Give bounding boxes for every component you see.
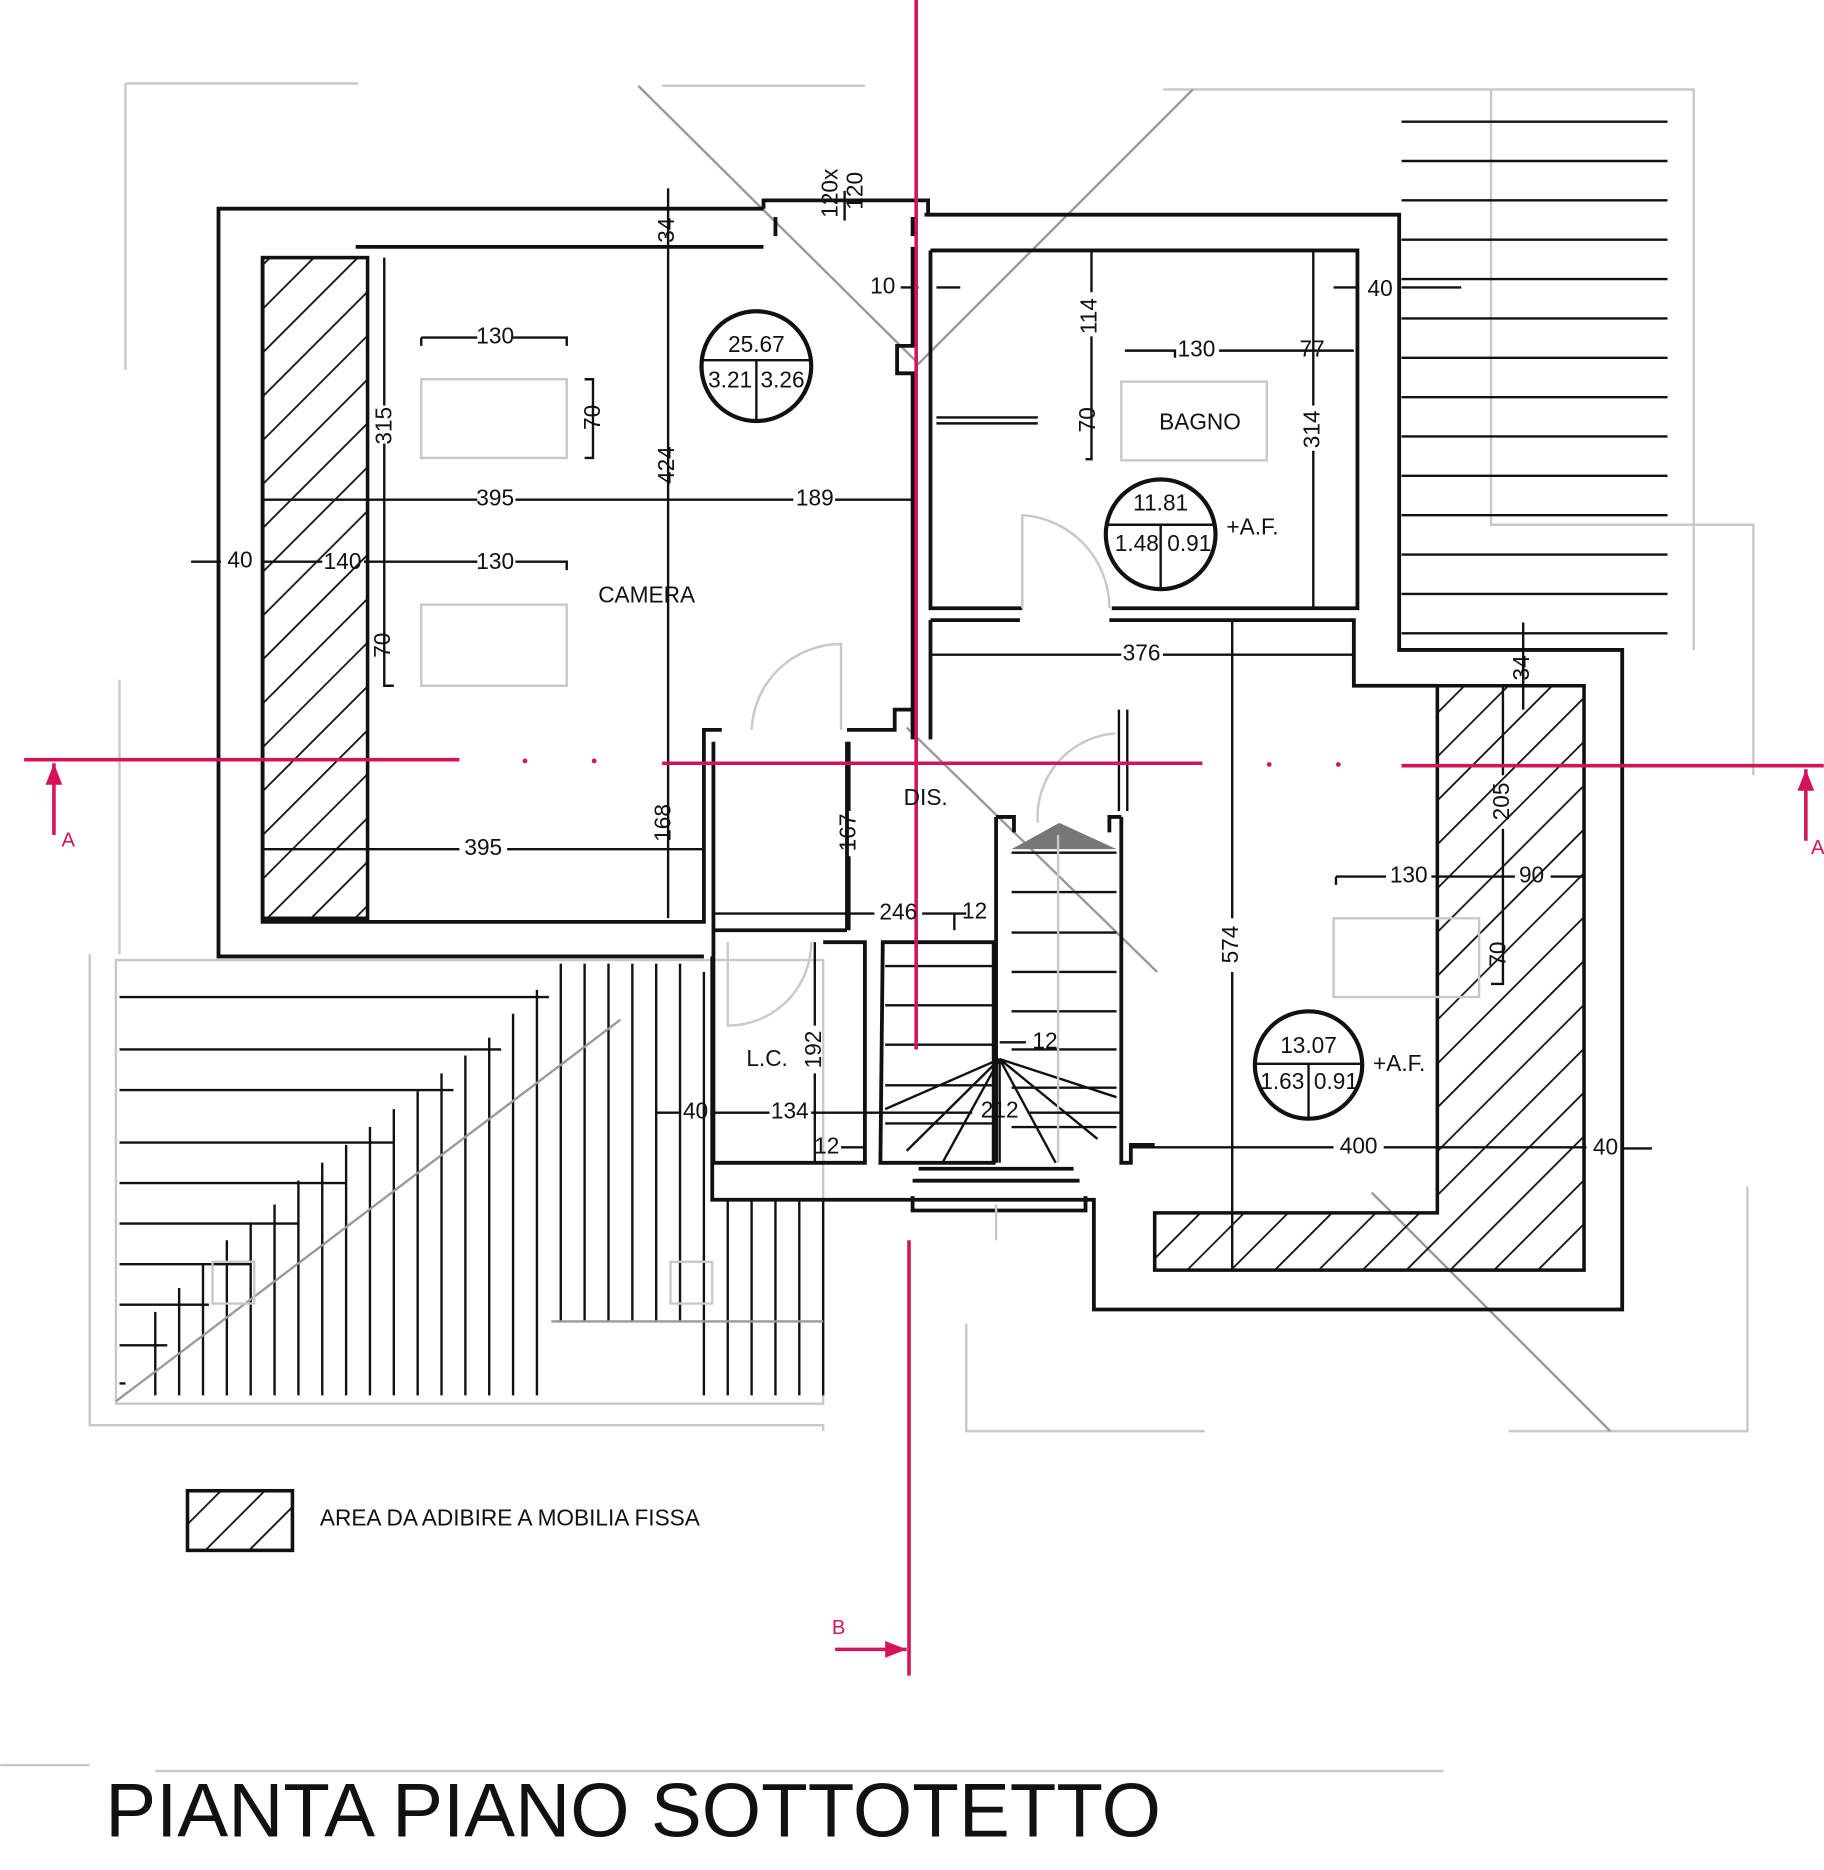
staircase [884, 822, 1117, 1241]
walls [216, 198, 1625, 1312]
dimension-label: 140 [324, 548, 362, 574]
room-note: +A.F. [1373, 1050, 1425, 1076]
dimension-label: 40 [227, 547, 252, 573]
dimension-label: 40 [1368, 275, 1393, 301]
room-area-badge-bedroom-2: 13.07 1.63 0.91 +A.F. [1252, 1009, 1425, 1121]
dimension-label: 192 [800, 1031, 826, 1069]
dimension-label: 34 [1508, 655, 1534, 680]
door-swings [726, 513, 1116, 1027]
dimension-label: 40 [683, 1098, 708, 1124]
legend: AREA DA ADIBIRE A MOBILIA FISSA [185, 1488, 701, 1553]
dimension-label: 205 [1488, 783, 1514, 821]
section-label-a-left: A [61, 830, 75, 852]
room-ratio-b: 0.91 [1314, 1068, 1358, 1094]
dimension-label: 70 [369, 633, 395, 658]
dimension-label: 400 [1340, 1132, 1378, 1158]
room-area-badge-camera: 25.67 3.21 3.26 [699, 309, 814, 424]
dimension-label: 120x [816, 168, 842, 218]
dimension-label: 12 [962, 897, 987, 923]
dimension-labels: 34 120x 120 10 40 130 70 315 424 395 189… [227, 168, 1618, 1159]
dimension-label: 90 [1519, 862, 1544, 888]
section-label-b: B [832, 1617, 846, 1639]
dimension-label: 130 [476, 322, 514, 348]
room-note: +A.F. [1226, 513, 1278, 539]
dimension-label: 376 [1123, 640, 1161, 666]
dimension-label: 70 [579, 405, 605, 430]
dimension-label: 70 [1074, 407, 1100, 432]
dimension-label: 134 [771, 1098, 809, 1124]
room-label-camera: CAMERA [598, 581, 696, 607]
dimension-label: 395 [464, 834, 502, 860]
room-label-bagno: BAGNO [1159, 408, 1241, 434]
dimension-label: 70 [1484, 941, 1510, 966]
fixed-furniture-areas [260, 255, 1586, 1272]
dimension-label: 10 [870, 272, 895, 298]
dimension-label: 189 [796, 485, 834, 511]
dimension-label: 315 [370, 407, 396, 445]
room-label-lc: L.C. [746, 1045, 788, 1071]
dimension-label: 314 [1298, 410, 1324, 448]
dimension-label: 12 [1032, 1027, 1057, 1053]
dimension-lines [191, 188, 1653, 1271]
room-label-dis: DIS. [904, 784, 948, 810]
legend-label: AREA DA ADIBIRE A MOBILIA FISSA [320, 1504, 701, 1530]
dimension-label: 574 [1217, 926, 1243, 964]
room-ratio-b: 0.91 [1167, 530, 1211, 556]
room-ratio-a: 3.21 [708, 367, 752, 393]
dimension-label: 34 [653, 218, 679, 243]
drawing-title: PIANTA PIANO SOTTOTETTO [105, 1769, 1161, 1854]
dimension-label: 167 [834, 814, 860, 852]
roof-hatching-bottom-left [114, 958, 825, 1405]
dimension-label: 212 [981, 1096, 1019, 1122]
roof-hatching-top-right [1401, 120, 1668, 635]
dimension-label: 395 [476, 485, 514, 511]
dimension-label: 77 [1300, 336, 1325, 362]
room-ratio-a: 1.63 [1260, 1068, 1304, 1094]
legend-hatch-swatch [185, 1488, 295, 1553]
section-lines [24, 0, 1824, 1676]
dimension-label: 130 [476, 548, 514, 574]
dimension-label: 130 [1390, 862, 1428, 888]
room-area: 13.07 [1280, 1032, 1337, 1058]
room-ratio-a: 1.48 [1115, 530, 1159, 556]
room-ratio-b: 3.26 [761, 367, 805, 393]
dimension-label: 246 [879, 899, 917, 925]
dimension-label: 120 [842, 172, 868, 210]
dimension-label: 130 [1178, 336, 1216, 362]
room-area-badge-bagno: 11.81 1.48 0.91 +A.F. [1103, 477, 1279, 592]
room-area: 11.81 [1133, 489, 1188, 515]
dimension-label: 114 [1075, 298, 1101, 334]
dimension-label: 424 [653, 446, 679, 484]
section-label-a-right: A [1811, 837, 1824, 859]
dimension-label: 12 [814, 1132, 839, 1158]
dimension-label: 168 [650, 804, 676, 842]
room-area: 25.67 [728, 331, 785, 357]
furniture-outlines [420, 378, 1481, 999]
dimension-label: 40 [1593, 1133, 1618, 1159]
